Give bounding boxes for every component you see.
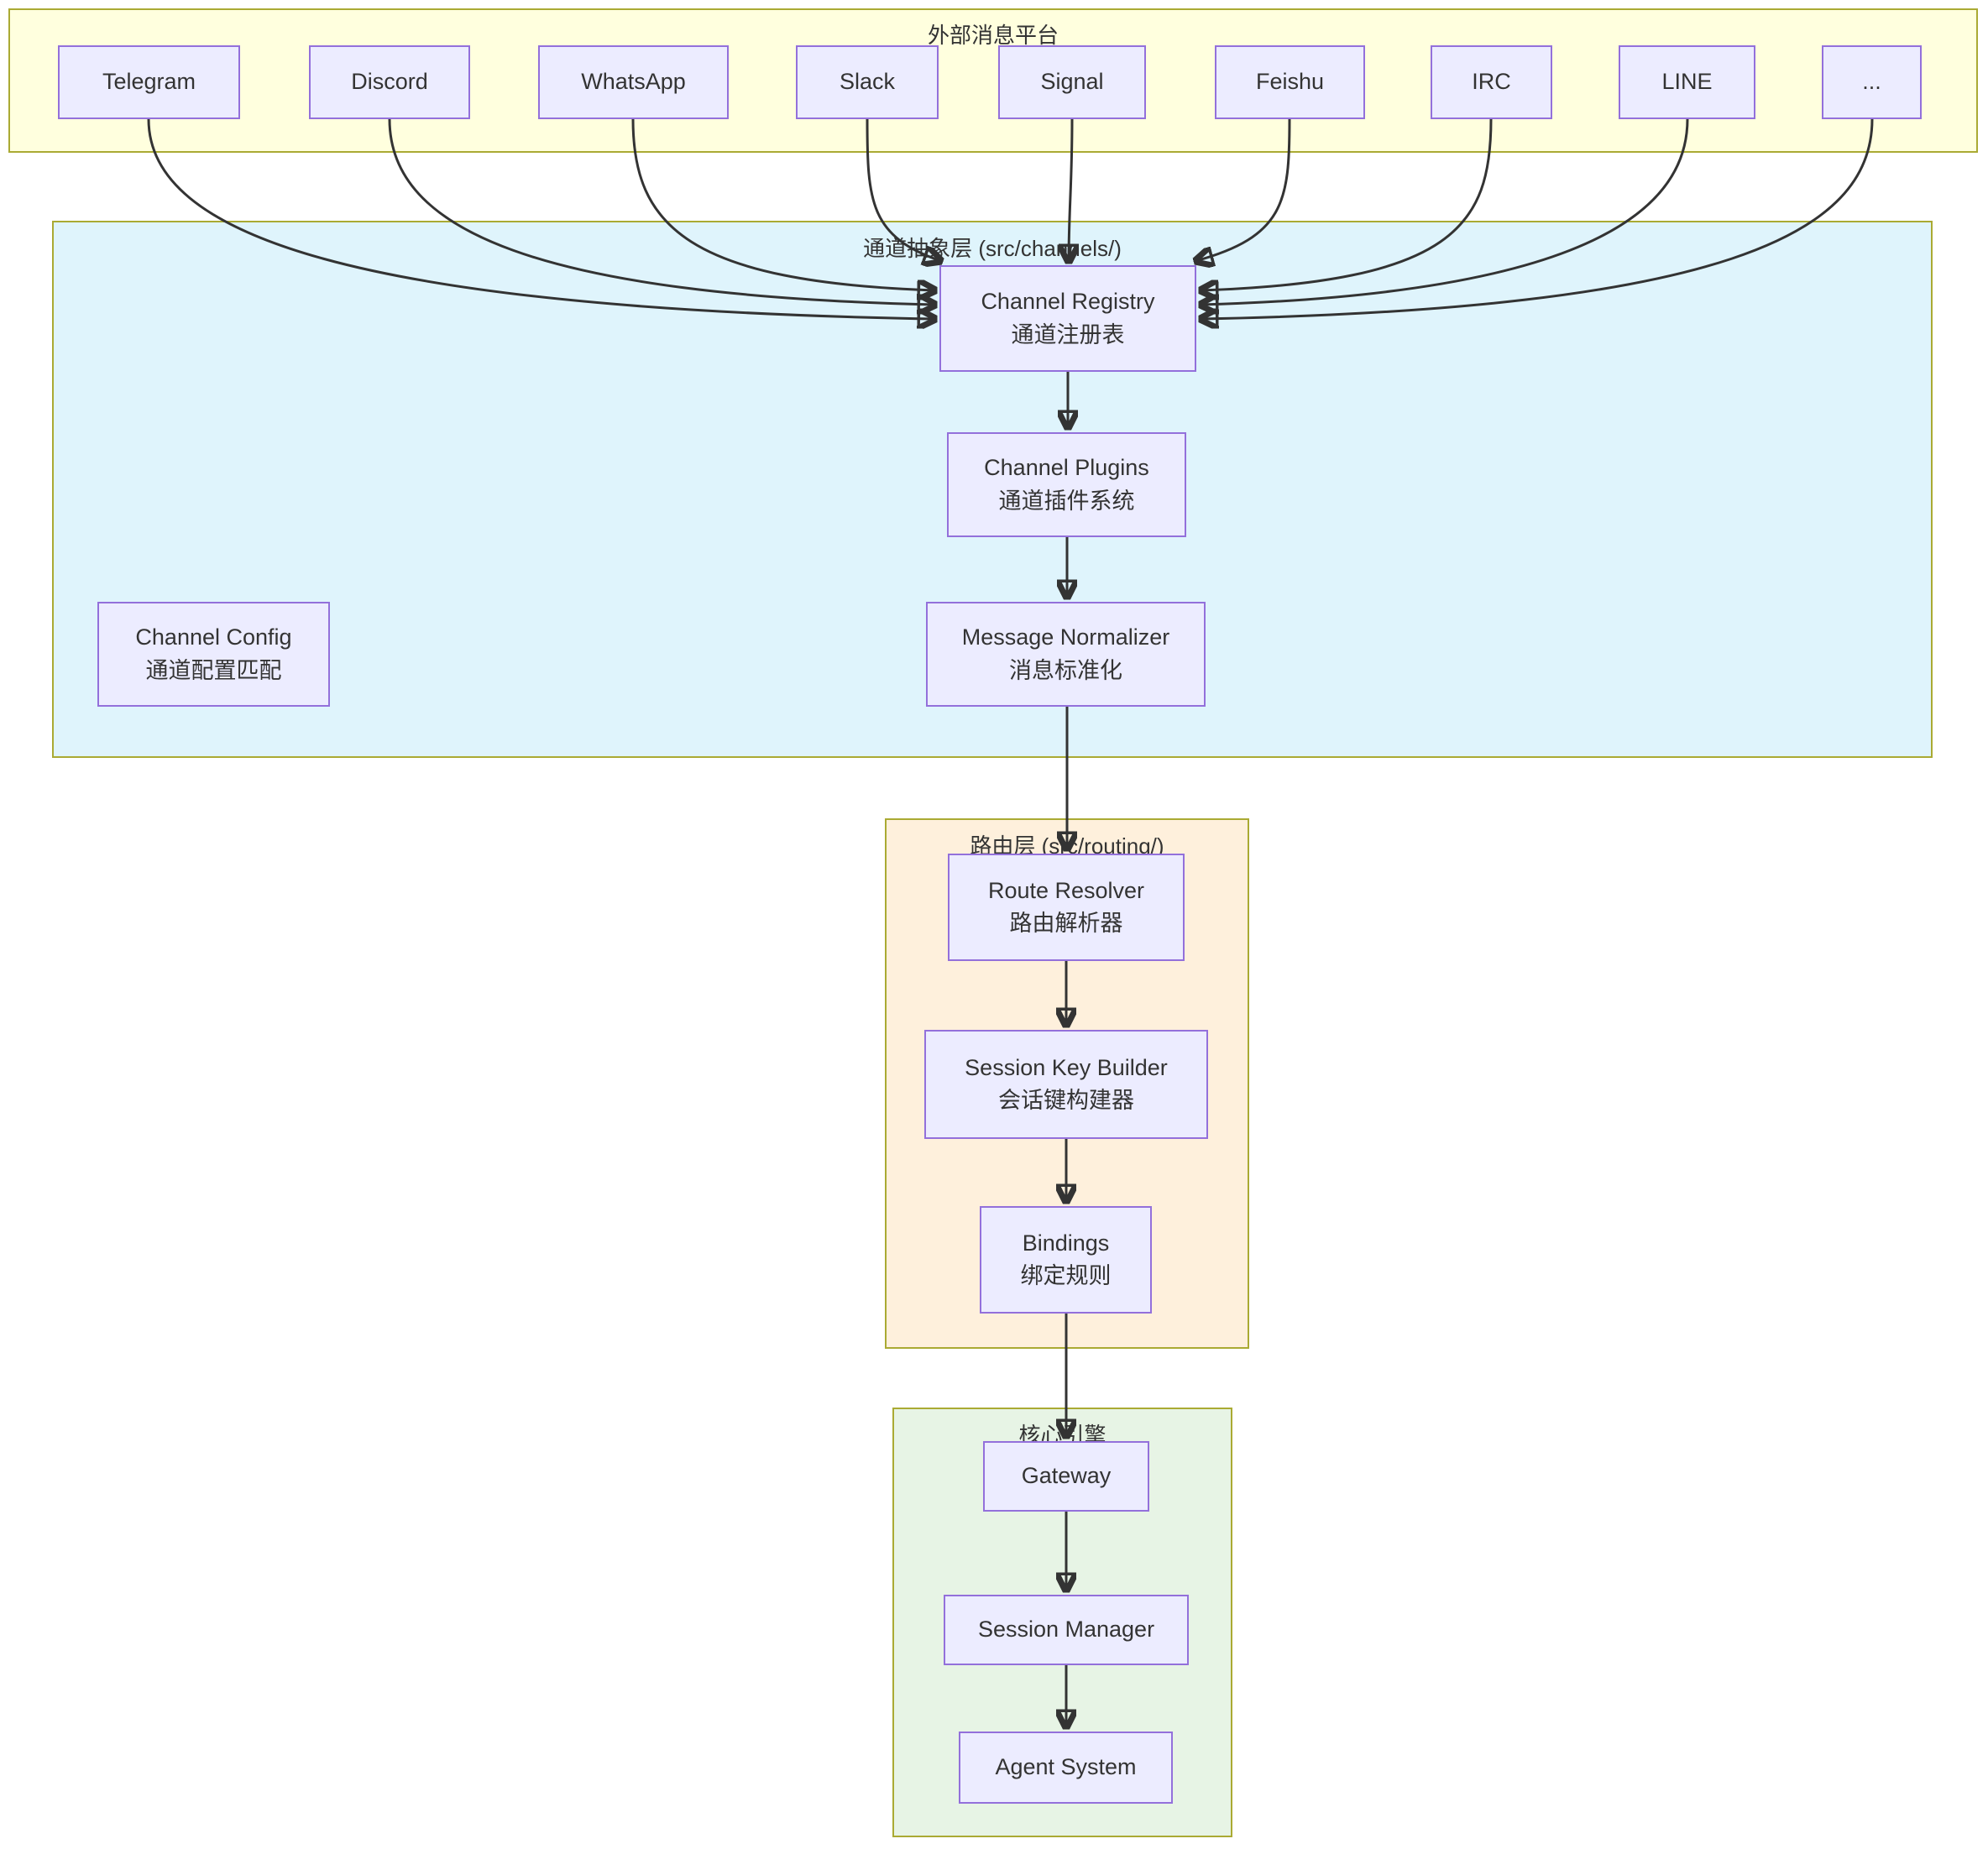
node-signal: Signal xyxy=(998,45,1146,119)
node-label: Channel Config xyxy=(135,624,292,650)
node-sublabel: 路由解析器 xyxy=(1009,911,1123,936)
node-feishu: Feishu xyxy=(1215,45,1365,119)
edge-irc-registry xyxy=(1201,118,1493,290)
edge-signal-registry xyxy=(1069,118,1072,262)
node-label: Feishu xyxy=(1255,69,1325,95)
node-label: Slack xyxy=(839,69,896,95)
node-irc: IRC xyxy=(1431,45,1552,119)
node-label: WhatsApp xyxy=(581,69,686,95)
edge-more-registry xyxy=(1201,118,1874,319)
node-label: Discord xyxy=(351,69,428,95)
node-whatsapp: WhatsApp xyxy=(538,45,729,119)
node-label: Channel Registry xyxy=(981,289,1155,315)
node-session-key-builder: Session Key Builder 会话键构建器 xyxy=(924,1030,1208,1139)
cluster-label-external-platforms: 外部消息平台 xyxy=(927,23,1059,48)
node-session-manager: Session Manager xyxy=(944,1595,1189,1665)
node-message-normalizer: Message Normalizer 消息标准化 xyxy=(926,602,1206,707)
node-channel-registry: Channel Registry 通道注册表 xyxy=(939,265,1196,372)
node-bindings: Bindings 绑定规则 xyxy=(980,1206,1152,1314)
node-label: Session Key Builder xyxy=(965,1054,1168,1080)
node-sublabel: 通道注册表 xyxy=(1011,321,1125,347)
node-gateway: Gateway xyxy=(983,1441,1149,1512)
node-discord: Discord xyxy=(309,45,470,119)
node-sublabel: 消息标准化 xyxy=(1009,657,1122,683)
node-telegram: Telegram xyxy=(58,45,240,119)
node-sublabel: 绑定规则 xyxy=(1020,1263,1112,1288)
edge-telegram-registry xyxy=(147,118,935,319)
node-label: Route Resolver xyxy=(987,877,1145,903)
node-label: Signal xyxy=(1040,69,1104,95)
edge-feishu-registry xyxy=(1195,118,1291,261)
edge-slack-registry xyxy=(866,118,941,261)
node-line: LINE xyxy=(1619,45,1755,119)
node-label: ... xyxy=(1862,69,1881,95)
node-label: Gateway xyxy=(1021,1463,1112,1489)
node-label: IRC xyxy=(1472,69,1511,95)
edge-discord-registry xyxy=(388,118,935,305)
node-sublabel: 会话键构建器 xyxy=(998,1088,1134,1113)
node-channel-plugins: Channel Plugins 通道插件系统 xyxy=(947,432,1186,537)
node-label: LINE xyxy=(1661,69,1713,95)
node-label: Session Manager xyxy=(977,1617,1155,1643)
node-sublabel: 通道配置匹配 xyxy=(145,657,282,683)
node-ellipsis: ... xyxy=(1822,45,1922,119)
node-label: Bindings xyxy=(1022,1230,1110,1256)
edge-whatsapp-registry xyxy=(631,118,935,290)
node-sublabel: 通道插件系统 xyxy=(998,488,1135,514)
node-label: Message Normalizer xyxy=(961,624,1170,650)
node-label: Telegram xyxy=(102,69,196,95)
node-route-resolver: Route Resolver 路由解析器 xyxy=(948,854,1185,961)
node-slack: Slack xyxy=(796,45,939,119)
node-agent-system: Agent System xyxy=(959,1732,1173,1804)
node-label: Agent System xyxy=(995,1754,1137,1780)
node-label: Channel Plugins xyxy=(984,455,1149,481)
node-channel-config: Channel Config 通道配置匹配 xyxy=(97,602,330,707)
edge-line-registry xyxy=(1201,118,1689,305)
